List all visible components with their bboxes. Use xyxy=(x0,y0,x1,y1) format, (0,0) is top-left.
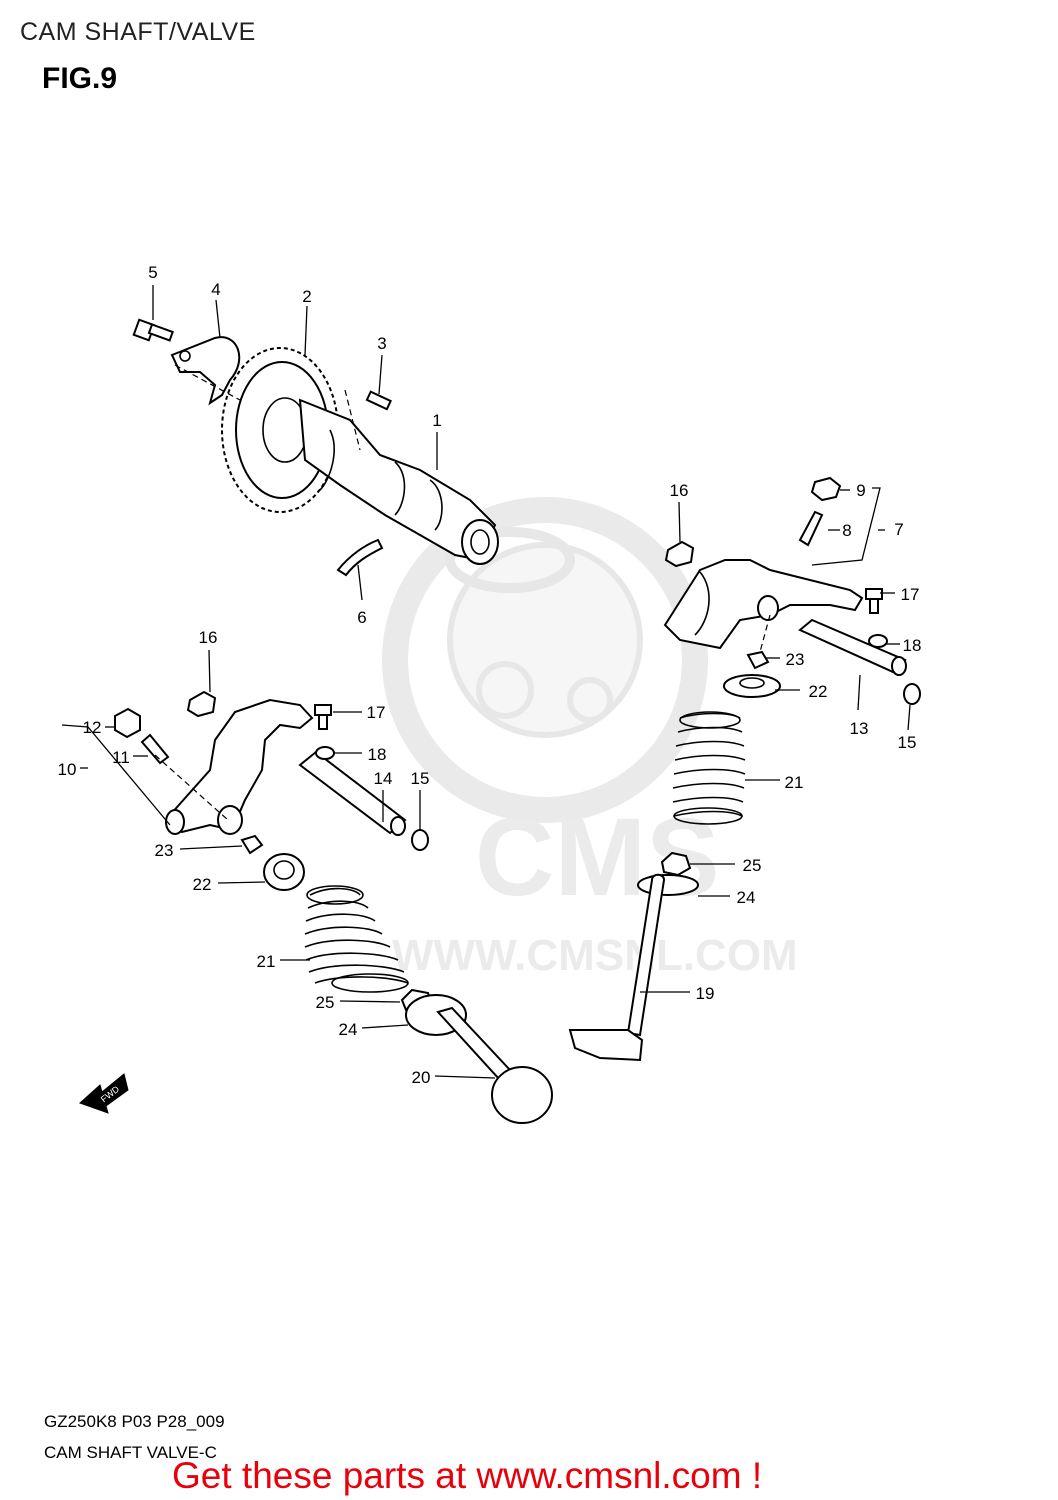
callout-14: 14 xyxy=(374,769,393,788)
callout-23-left: 23 xyxy=(155,841,174,860)
callout-15-right: 15 xyxy=(898,733,917,752)
lock-nut-left xyxy=(114,707,141,739)
callout-7: 7 xyxy=(894,520,903,539)
washer-18-left xyxy=(315,746,335,760)
callout-24-left: 24 xyxy=(339,1020,358,1039)
exhaust-valve xyxy=(568,873,666,1062)
callout-23-right: 23 xyxy=(786,650,805,669)
callout-2: 2 xyxy=(302,287,311,306)
callout-16-left: 16 xyxy=(199,628,218,647)
washer-16-left xyxy=(186,690,217,718)
lock-nut-right xyxy=(810,476,842,502)
figure-label: FIG.9 xyxy=(42,62,118,95)
rocker-arm-exhaust xyxy=(663,559,864,650)
callout-12: 12 xyxy=(83,718,102,737)
callout-22-left: 22 xyxy=(193,875,212,894)
rocker-shaft-right xyxy=(798,618,907,676)
circlip xyxy=(336,538,384,577)
rocker-shaft-left xyxy=(298,750,407,836)
cam-plate-bolt xyxy=(132,318,174,342)
callout-8: 8 xyxy=(842,521,851,540)
callout-19: 19 xyxy=(696,984,715,1003)
callout-17-right: 17 xyxy=(901,585,920,604)
spring-retainer-22-left xyxy=(263,853,305,891)
promo-link[interactable]: Get these parts at www.cmsnl.com ! xyxy=(172,1455,763,1496)
callout-18-right: 18 xyxy=(903,636,922,655)
bolt-17-left xyxy=(314,704,332,730)
callout-1: 1 xyxy=(432,411,441,430)
callout-5: 5 xyxy=(148,263,157,282)
callout-21-right: 21 xyxy=(785,773,804,792)
callout-11: 11 xyxy=(112,748,130,767)
dowel-pin xyxy=(365,390,392,411)
callout-4: 4 xyxy=(211,280,220,299)
o-ring-right xyxy=(903,683,921,705)
bolt-17-right xyxy=(865,588,883,614)
tappet-screw-right xyxy=(798,510,824,547)
diagram-code: GZ250K8 P03 P28_009 xyxy=(44,1412,225,1431)
watermark-url: WWW.CMSNL.COM xyxy=(392,931,798,980)
callout-3: 3 xyxy=(377,334,386,353)
valve-cotter-25-right xyxy=(660,851,692,877)
o-ring-left xyxy=(411,829,429,851)
rocker-arm-intake xyxy=(165,698,314,835)
leader-lines xyxy=(61,285,911,1079)
callout-9: 9 xyxy=(856,481,865,500)
camshaft xyxy=(298,398,499,565)
callout-17-left: 17 xyxy=(367,703,386,722)
callout-10: 10 xyxy=(58,760,77,779)
washer-18-right xyxy=(868,634,888,648)
callout-24-right: 24 xyxy=(737,888,756,907)
callout-13: 13 xyxy=(850,719,869,738)
callout-16-right: 16 xyxy=(670,481,689,500)
callout-6: 6 xyxy=(357,608,366,627)
cms-watermark: CMS WWW.CMSNL.COM xyxy=(382,497,798,980)
spring-seat-24-right xyxy=(637,874,699,896)
assembly-lines xyxy=(154,364,771,821)
cam-sprocket xyxy=(221,347,339,513)
callout-15-left: 15 xyxy=(411,769,430,788)
forward-arrow-icon: FWD xyxy=(79,1073,129,1114)
page-title: CAM SHAFT/VALVE xyxy=(20,18,256,46)
callout-25-right: 25 xyxy=(743,856,762,875)
diagram-name: CAM SHAFT VALVE-C xyxy=(44,1443,217,1462)
cotter-23-right xyxy=(746,650,770,670)
valve-spring-21-left xyxy=(304,885,409,993)
callout-20: 20 xyxy=(412,1068,431,1087)
callout-labels: 1 2 3 4 5 6 7 8 9 10 11 12 13 14 15 15 1… xyxy=(58,263,922,1087)
spring-retainer-22-right xyxy=(723,674,781,698)
callout-18-left: 18 xyxy=(368,745,387,764)
tappet-screw-left xyxy=(140,733,170,765)
cotter-23-left xyxy=(240,834,264,855)
callout-25-left: 25 xyxy=(316,993,335,1012)
callout-22-right: 22 xyxy=(809,682,828,701)
callout-21-left: 21 xyxy=(257,952,276,971)
intake-valve xyxy=(436,1006,553,1124)
valve-spring-21-right xyxy=(672,711,746,825)
washer-16-right xyxy=(664,540,695,568)
